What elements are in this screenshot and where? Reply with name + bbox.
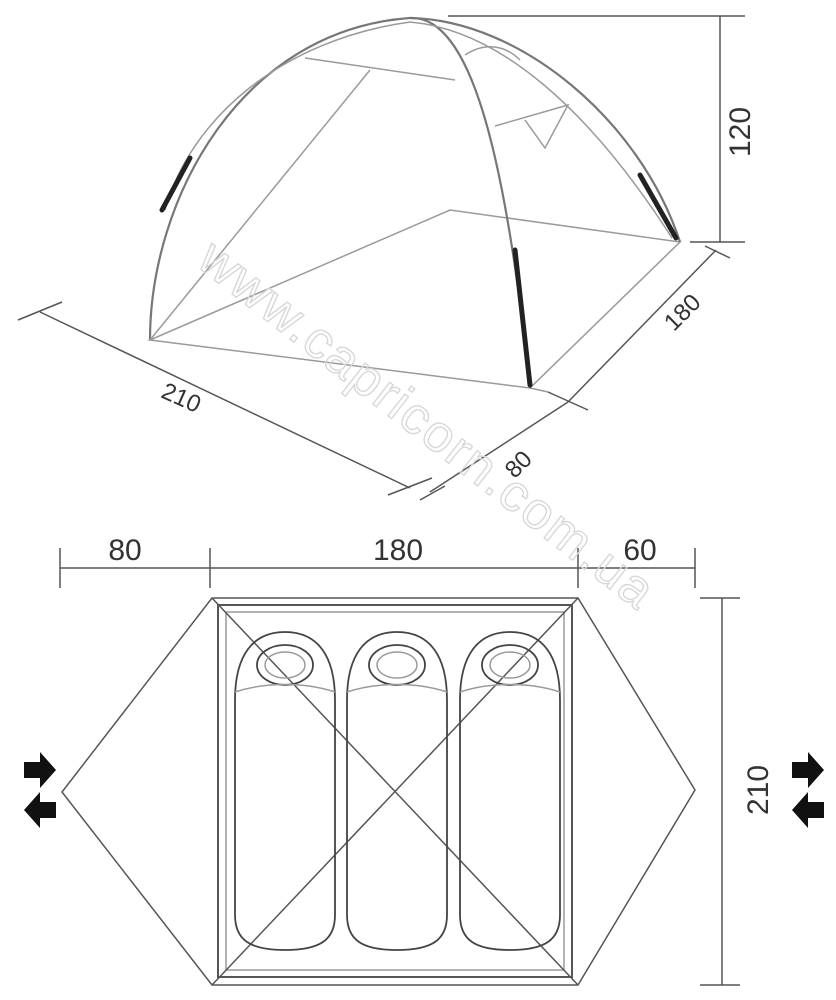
- arrow-right-icon: [24, 752, 56, 788]
- length-dimension-line: [17, 301, 433, 496]
- plan-inner-width-label: 180: [373, 534, 423, 567]
- pole-sleeve-left: [159, 155, 193, 213]
- arrow-left-icon: [792, 792, 824, 828]
- plan-vestibule-front-label: 80: [108, 534, 141, 567]
- tent-pole-inner-arch: [164, 21, 411, 211]
- arrow-left-icon: [24, 792, 56, 828]
- width-dimension-line: [547, 245, 731, 411]
- tent-vestibule-floor: [529, 387, 549, 393]
- tent-top-vent: [464, 46, 521, 61]
- plan-length-dimension-line: [700, 597, 740, 986]
- pole-sleeve-right: [637, 172, 679, 241]
- entrance-right: [792, 752, 824, 828]
- tent-plan-view: 80 180 60 210: [24, 534, 824, 986]
- plan-length-label: 210: [742, 765, 775, 815]
- height-dimension-line: [448, 15, 745, 243]
- plan-vestibule-back-label: 60: [623, 534, 656, 567]
- width-dimension-label: 180: [659, 289, 706, 336]
- tent-pole-back-arch: [409, 16, 682, 243]
- inner-tent-border: [225, 611, 565, 971]
- pole-sleeve-front: [512, 247, 533, 388]
- inner-tent-outline: [217, 604, 573, 978]
- length-dimension-label: 210: [157, 378, 205, 419]
- vestibule-dimension-line: [419, 401, 569, 501]
- watermark-text: www.capricorn.com.ua: [187, 228, 667, 621]
- tent-vent-frame: [494, 103, 570, 150]
- tent-ridge-line: [304, 57, 456, 81]
- entrance-left: [24, 752, 56, 828]
- tent-pole-inner-arch-2: [409, 21, 673, 239]
- fly-outline: [61, 597, 696, 986]
- sleeping-bag: [234, 631, 336, 951]
- cross-pole-b: [211, 597, 579, 986]
- tent-pole-front-arch: [148, 16, 532, 389]
- height-dimension-label: 120: [724, 107, 757, 157]
- sleeping-bag: [346, 631, 448, 951]
- tent-inner-seam: [149, 69, 371, 341]
- plan-width-dimension-line: [59, 548, 696, 588]
- sleeping-bag: [459, 631, 561, 951]
- arrow-right-icon: [792, 752, 824, 788]
